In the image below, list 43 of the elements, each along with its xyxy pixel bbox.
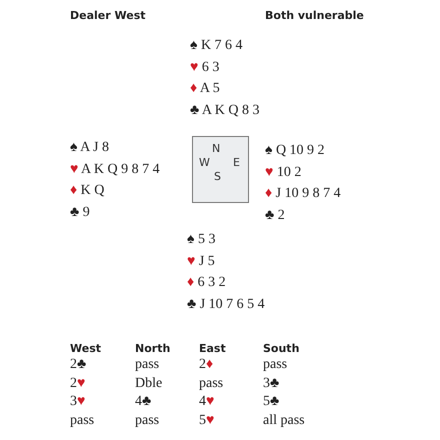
card-holding: ♦ K Q — [70, 183, 104, 199]
bid-cell: Dble — [135, 376, 162, 392]
bid-cell: 3♣ — [263, 376, 280, 392]
card-holding: ♣ 2 — [265, 208, 285, 224]
column-header: East — [199, 341, 226, 357]
compass-letter: W — [199, 157, 210, 169]
card-holding: ♥ 6 3 — [190, 60, 220, 76]
compass-letter: S — [214, 171, 221, 183]
column-header: South — [263, 341, 300, 357]
card-holding: ♠ Q 10 9 2 — [265, 143, 325, 159]
deal-info: Dealer West — [70, 8, 146, 24]
card-holding: ♥ 10 2 — [265, 164, 302, 180]
card-holding: ♠ A J 8 — [70, 140, 109, 156]
bid-cell: 2♦ — [199, 357, 214, 373]
bid-cell: pass — [135, 357, 160, 373]
bid-cell: 3♥ — [70, 394, 86, 410]
bid-cell: 4♣ — [135, 394, 152, 410]
card-holding: ♦ A 5 — [190, 81, 220, 97]
card-holding: ♥ A K Q 9 8 7 4 — [70, 162, 160, 178]
card-holding: ♦ 6 3 2 — [187, 275, 226, 291]
bid-cell: pass — [70, 412, 94, 428]
bid-cell: pass — [199, 376, 224, 392]
column-header: North — [135, 341, 170, 357]
bid-cell: all pass — [263, 412, 305, 428]
bid-cell: 5♣ — [263, 394, 280, 410]
bid-cell: 5♥ — [199, 412, 214, 428]
compass-letter: N — [212, 143, 220, 155]
compass-letter: E — [233, 157, 240, 169]
card-holding: ♦ J 10 9 8 7 4 — [265, 186, 341, 202]
card-holding: ♠ 5 3 — [187, 232, 216, 248]
compass-box — [192, 136, 249, 203]
card-holding: ♣ J 10 7 6 5 4 — [187, 296, 265, 312]
column-header: West — [70, 341, 102, 357]
deal-info: Both vulnerable — [265, 8, 364, 24]
bid-cell: pass — [263, 357, 288, 373]
bid-cell: pass — [135, 412, 160, 428]
card-holding: ♥ J 5 — [187, 254, 215, 270]
bid-cell: 2♣ — [70, 357, 86, 373]
card-holding: ♠ K 7 6 4 — [190, 38, 243, 54]
card-holding: ♣ A K Q 8 3 — [190, 102, 260, 118]
bid-cell: 2♥ — [70, 376, 86, 392]
card-holding: ♣ 9 — [70, 204, 90, 220]
bid-cell: 4♥ — [199, 394, 214, 410]
